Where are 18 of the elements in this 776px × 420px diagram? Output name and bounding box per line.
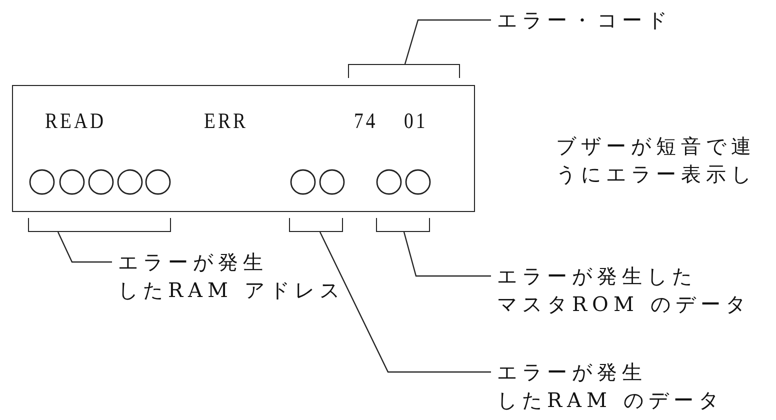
leader-line bbox=[319, 232, 491, 373]
note-text: ブザーが短音で連うにエラー表示し bbox=[556, 133, 756, 188]
leader-line bbox=[403, 232, 491, 277]
callout-label: エラーが発生したマスタROM のデータ bbox=[497, 262, 750, 318]
bracket bbox=[376, 218, 430, 232]
display-text: 01 bbox=[404, 109, 428, 133]
bracket bbox=[289, 218, 343, 232]
callout-label: エラーが発生したRAM アドレス bbox=[118, 248, 344, 304]
display-text: READ bbox=[45, 109, 106, 133]
leader-line bbox=[57, 232, 112, 263]
callout-label: エラーが発生したRAM のデータ bbox=[497, 358, 724, 414]
display-panel bbox=[12, 85, 475, 212]
display-text: ERR bbox=[204, 109, 248, 133]
callout-label: エラー・コード bbox=[497, 6, 672, 34]
bracket bbox=[348, 64, 460, 78]
leader-line bbox=[404, 19, 491, 64]
bracket bbox=[28, 218, 171, 232]
display-text: 74 bbox=[354, 109, 378, 133]
